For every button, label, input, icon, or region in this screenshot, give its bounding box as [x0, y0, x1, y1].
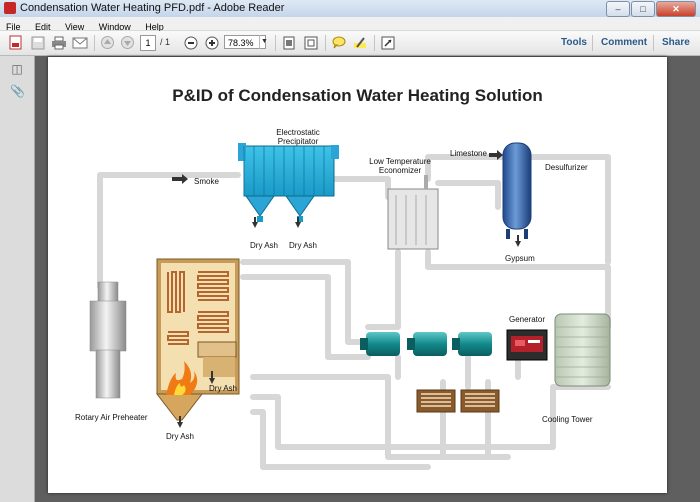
share-link[interactable]: Share	[662, 37, 690, 48]
highlight-icon[interactable]	[352, 34, 368, 51]
menu-view[interactable]: View	[64, 22, 85, 32]
menu-help[interactable]: Help	[145, 22, 164, 32]
menu-bar: File Edit View Window Help	[0, 17, 700, 32]
navigation-pane: ◫ 📎	[0, 56, 35, 502]
zoom-level-input[interactable]: 78.3%	[224, 35, 266, 49]
rotary-air-preheater	[89, 281, 127, 399]
sticky-note-icon[interactable]	[331, 34, 347, 51]
label-desulfurizer: Desulfurizer	[545, 163, 588, 172]
adobe-reader-icon	[4, 2, 16, 14]
toolbar: 1 / 1 78.3% ▼ Tools Comment Share	[0, 31, 700, 56]
cooling-tower	[554, 313, 611, 387]
zoom-in-icon[interactable]	[204, 34, 220, 51]
full-screen-icon[interactable]	[303, 34, 319, 51]
previous-page-icon[interactable]	[100, 34, 114, 51]
title-bar: Condensation Water Heating PFD.pdf - Ado…	[0, 0, 700, 18]
print-icon[interactable]	[51, 34, 67, 51]
label-gypsum: Gypsum	[505, 254, 535, 263]
page-number-input[interactable]: 1	[140, 35, 156, 51]
fit-page-icon[interactable]	[282, 34, 296, 51]
expand-icon[interactable]	[380, 34, 396, 51]
attachments-icon[interactable]: 📎	[10, 84, 25, 98]
window-title: Condensation Water Heating PFD.pdf - Ado…	[20, 2, 285, 14]
electrostatic-precipitator	[238, 143, 339, 222]
minimize-button[interactable]: –	[606, 1, 630, 17]
generator	[506, 329, 548, 361]
boiler	[155, 258, 240, 421]
flow-arrows	[172, 150, 521, 428]
email-icon[interactable]	[72, 34, 88, 51]
label-dry-ash-4: Dry Ash	[166, 432, 195, 441]
close-button[interactable]: ✕	[656, 1, 696, 17]
menu-window[interactable]: Window	[98, 22, 131, 32]
label-limestone: Limestone	[450, 149, 487, 158]
pdf-page: P&ID of Condensation Water Heating Solut…	[48, 57, 667, 493]
create-pdf-icon[interactable]	[8, 34, 24, 51]
menu-edit[interactable]: Edit	[34, 22, 51, 32]
label-dry-ash-3: Dry Ash	[209, 384, 238, 393]
save-icon[interactable]	[30, 34, 46, 51]
menu-file[interactable]: File	[6, 22, 21, 32]
label-rotary-air-preheater: Rotary Air Preheater	[75, 413, 148, 422]
desulfurizer	[502, 142, 532, 239]
pumps	[360, 332, 492, 356]
process-diagram	[89, 142, 611, 470]
label-economizer: Low Temperature Economizer	[369, 157, 431, 175]
page-thumbnails-icon[interactable]: ◫	[11, 62, 23, 76]
label-precipitator: Electrostatic Precipitator	[276, 128, 320, 146]
zoom-dropdown-icon[interactable]: ▼	[259, 35, 269, 49]
low-temperature-economizer	[387, 175, 439, 250]
label-generator: Generator	[509, 315, 546, 324]
label-dry-ash-2: Dry Ash	[289, 241, 318, 250]
zoom-out-icon[interactable]	[183, 34, 199, 51]
comment-link[interactable]: Comment	[601, 37, 648, 48]
label-smoke: Smoke	[194, 177, 219, 186]
next-page-icon[interactable]	[120, 34, 134, 51]
heat-exchangers	[416, 389, 500, 413]
label-dry-ash-1: Dry Ash	[250, 241, 279, 250]
maximize-button[interactable]: □	[631, 1, 655, 17]
page-total: / 1	[160, 37, 171, 47]
tools-link[interactable]: Tools	[561, 37, 587, 48]
pipe-network	[97, 154, 611, 470]
label-cooling-tower: Cooling Tower	[542, 415, 593, 424]
document-title: P&ID of Condensation Water Heating Solut…	[172, 86, 543, 105]
